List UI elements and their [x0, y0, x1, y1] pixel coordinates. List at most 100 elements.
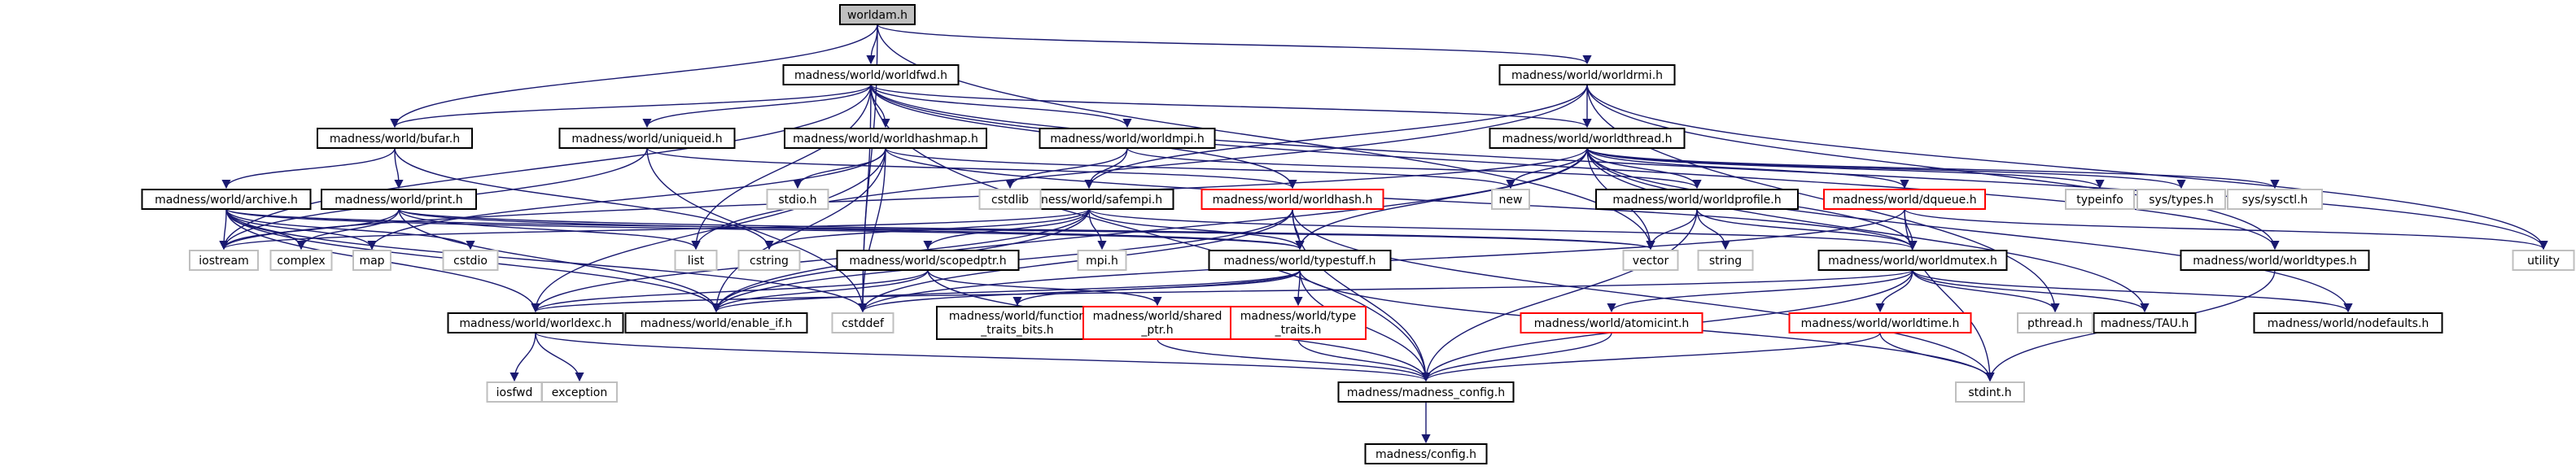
- node-box: [1230, 306, 1367, 340]
- node-box: [936, 306, 1099, 340]
- edge-safempi-to-worldexc: [531, 208, 1090, 313]
- node-box: [2017, 312, 2093, 333]
- node-label: madness/world/dqueue.h: [1832, 194, 1976, 207]
- node-label: new: [1499, 194, 1523, 207]
- node-scopedptr[interactable]: madness/world/scopedptr.h: [836, 250, 1020, 271]
- edge-bufar-to-archive: [221, 147, 396, 190]
- node-label: iosfwd: [496, 386, 533, 399]
- node-label: exception: [552, 386, 607, 399]
- node-label: sys/types.h: [2149, 194, 2213, 207]
- node-label: stdio.h: [778, 194, 816, 207]
- node-print[interactable]: madness/world/print.h: [321, 189, 477, 210]
- node-cstdlib: cstdlib: [978, 189, 1042, 210]
- edge-worldmutex-to-worldexc: [531, 269, 1913, 313]
- node-label: worldam.h: [847, 9, 908, 22]
- edge-worldrmi-to-safempi: [1084, 84, 1588, 190]
- node-layer: worldam.h madness/world/worldfwd.h madness…: [141, 4, 2575, 464]
- node-cstdio: cstdio: [442, 250, 499, 271]
- node-box: [2136, 189, 2226, 210]
- node-label: madness/world/typestuff.h: [1223, 255, 1375, 268]
- node-archive[interactable]: madness/world/archive.h: [141, 189, 312, 210]
- node-worldmutex[interactable]: madness/world/worldmutex.h: [1817, 250, 2008, 271]
- node-label: madness/config.h: [1375, 448, 1476, 461]
- edge-worldexc-to-iosfwd: [510, 332, 536, 382]
- node-box: [352, 250, 391, 271]
- edge-scopedptr-to-worldexc: [531, 269, 929, 313]
- node-box: [442, 250, 499, 271]
- node-worldexc[interactable]: madness/world/worldexc.h: [447, 312, 624, 333]
- node-uniqueid[interactable]: madness/world/uniqueid.h: [558, 128, 736, 149]
- edge-worldfwd-to-worldtypes: [870, 84, 2280, 251]
- node-cstddef: cstddef: [831, 312, 894, 333]
- node-worldhashmap[interactable]: madness/world/worldhashmap.h: [784, 128, 987, 149]
- node-label: madness/TAU.h: [2101, 317, 2189, 330]
- node-box: [624, 312, 808, 333]
- node-stdio: stdio.h: [766, 189, 829, 210]
- node-worldam[interactable]: worldam.h: [839, 4, 916, 25]
- node-systypes: sys/types.h: [2136, 189, 2226, 210]
- node-worldtime[interactable]: madness/world/worldtime.h: [1788, 312, 1972, 333]
- edge-worldtime-to-stdint: [1879, 332, 1995, 382]
- edge-safempi-to-iostream: [219, 208, 1090, 251]
- node-box: [558, 128, 736, 149]
- edge-worldam-to-worldrmi: [877, 24, 1592, 65]
- node-box: [1817, 250, 2008, 271]
- edge-archive-to-cstddef: [225, 208, 868, 313]
- edge-dqueue-to-utility: [1904, 208, 2548, 251]
- edge-worldthread-to-enable_if: [711, 147, 1588, 313]
- node-box: [836, 250, 1020, 271]
- node-mpi: mpi.h: [1077, 250, 1127, 271]
- node-atomicint[interactable]: madness/world/atomicint.h: [1520, 312, 1703, 333]
- node-dqueue[interactable]: madness/world/dqueue.h: [1823, 189, 1986, 210]
- node-shared_ptr[interactable]: madness/world/shared_ptr.h: [1082, 306, 1232, 340]
- node-exception: exception: [541, 381, 618, 403]
- edge-worldhash-to-typestuff: [1292, 208, 1305, 251]
- node-tau[interactable]: madness/TAU.h: [2093, 312, 2197, 333]
- node-bufar[interactable]: madness/world/bufar.h: [317, 128, 473, 149]
- node-box: [737, 250, 801, 271]
- node-map: map: [352, 250, 391, 271]
- node-worldfwd[interactable]: madness/world/worldfwd.h: [782, 64, 960, 85]
- node-box: [1077, 250, 1127, 271]
- node-label: utility: [2527, 255, 2560, 268]
- node-syssysctl: sys/sysctl.h: [2227, 189, 2323, 210]
- node-typestuff[interactable]: madness/world/typestuff.h: [1208, 250, 1392, 271]
- node-label: _traits_bits.h: [980, 324, 1053, 337]
- edge-worldfwd-to-bufar: [390, 84, 872, 129]
- node-label: string: [1709, 255, 1742, 268]
- node-worldhash[interactable]: madness/world/worldhash.h: [1201, 189, 1384, 210]
- node-worldthread[interactable]: madness/world/worldthread.h: [1489, 128, 1686, 149]
- node-worldmpi[interactable]: madness/world/worldmpi.h: [1039, 128, 1216, 149]
- edge-print-to-list: [398, 208, 701, 251]
- node-function_traits[interactable]: madness/world/function_traits_bits.h: [936, 306, 1099, 340]
- edge-safempi-to-mpi: [1088, 208, 1107, 251]
- node-box: [317, 128, 473, 149]
- node-box: [1788, 312, 1972, 333]
- node-label: madness/world/archive.h: [155, 194, 298, 207]
- node-enable_if[interactable]: madness/world/enable_if.h: [624, 312, 808, 333]
- edge-worldrmi-to-pthread: [1586, 84, 2060, 313]
- node-label: typeinfo: [2076, 194, 2123, 207]
- node-type_traits[interactable]: madness/world/type_traits.h: [1230, 306, 1367, 340]
- edge-safempi-to-cstring: [764, 208, 1090, 251]
- edge-typestuff-to-type_traits: [1293, 269, 1303, 307]
- edge-worldthread-to-dqueue: [1586, 147, 1909, 190]
- edge-worldfwd-to-list: [691, 84, 872, 251]
- node-complex: complex: [269, 250, 333, 271]
- node-config[interactable]: madness/config.h: [1364, 443, 1488, 464]
- node-madness_config[interactable]: madness/madness_config.h: [1337, 381, 1515, 403]
- node-box: [2180, 250, 2370, 271]
- edge-worldhashmap-to-new: [885, 147, 1515, 190]
- edge-worldrmi-to-worldtypes: [1586, 84, 2280, 251]
- node-label: madness/world/enable_if.h: [641, 317, 793, 330]
- node-worldtypes[interactable]: madness/world/worldtypes.h: [2180, 250, 2370, 271]
- node-list: list: [674, 250, 718, 271]
- edge-type_traits-to-madness_config: [1297, 338, 1431, 382]
- node-box: [1364, 443, 1488, 464]
- edge-print-to-complex: [296, 208, 400, 251]
- node-worldrmi[interactable]: madness/world/worldrmi.h: [1498, 64, 1676, 85]
- node-nodefaults[interactable]: madness/world/nodefaults.h: [2253, 312, 2443, 333]
- node-label: madness/world/worldtypes.h: [2193, 255, 2357, 268]
- edge-bufar-to-cstring: [394, 147, 774, 251]
- node-worldprofile[interactable]: madness/world/worldprofile.h: [1595, 189, 1799, 210]
